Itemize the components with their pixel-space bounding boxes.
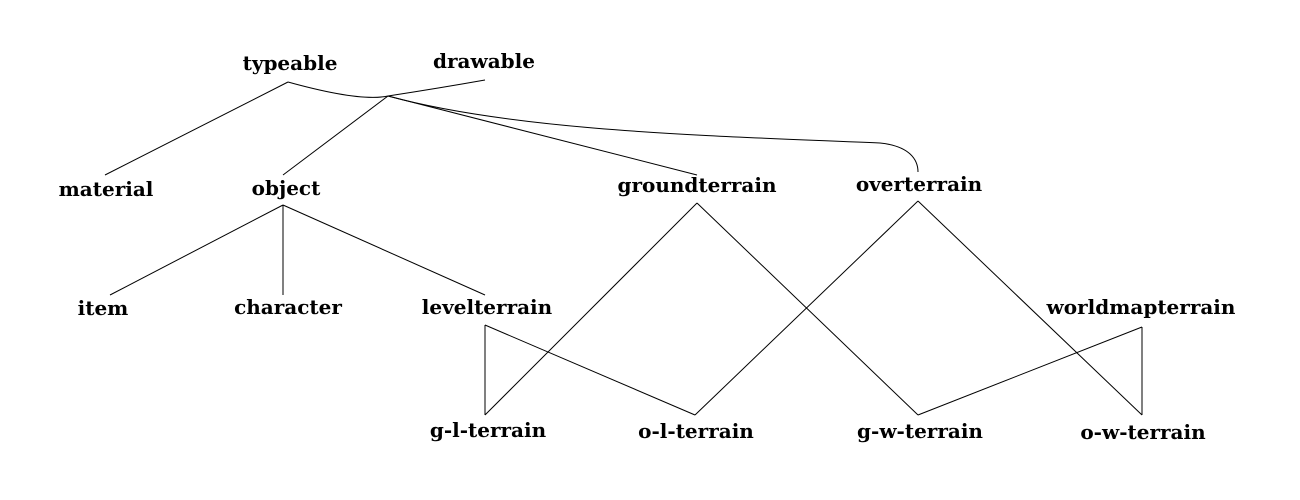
edge-groundterrain-g-w-terrain (696, 202, 919, 416)
edge-typeable-groundterrain (387, 95, 698, 176)
edge-overterrain-o-l-terrain (694, 200, 919, 416)
edge-object-levelterrain (282, 204, 486, 296)
node-g-w-terrain: g-w-terrain (857, 419, 983, 443)
node-groundterrain: groundterrain (617, 173, 777, 197)
node-typeable: typeable (243, 51, 338, 75)
node-worldmapterrain: worldmapterrain (1046, 295, 1236, 319)
node-o-l-terrain: o-l-terrain (638, 419, 754, 443)
edge-overterrain-o-w-terrain (917, 200, 1143, 416)
edge-typeable-material (104, 81, 289, 176)
node-item: item (78, 296, 129, 320)
edge-object-item (109, 204, 284, 296)
node-g-l-terrain: g-l-terrain (430, 418, 547, 442)
node-drawable: drawable (433, 49, 535, 73)
node-material: material (59, 177, 154, 201)
edge-typeable-overterrain (387, 95, 919, 173)
edges (104, 79, 1143, 416)
node-o-w-terrain: o-w-terrain (1080, 420, 1206, 444)
node-levelterrain: levelterrain (422, 295, 553, 319)
edge-levelterrain-o-l-terrain (484, 324, 696, 416)
edge-typeable-drawable-arc (287, 79, 486, 98)
edge-groundterrain-g-l-terrain (484, 202, 698, 416)
node-character: character (234, 295, 342, 319)
edge-worldmapterrain-g-w-terrain (917, 326, 1143, 416)
edge-drawable-object (282, 95, 389, 176)
nodes: typeable drawable material object ground… (59, 49, 1236, 444)
node-object: object (252, 176, 321, 200)
node-overterrain: overterrain (856, 172, 983, 196)
